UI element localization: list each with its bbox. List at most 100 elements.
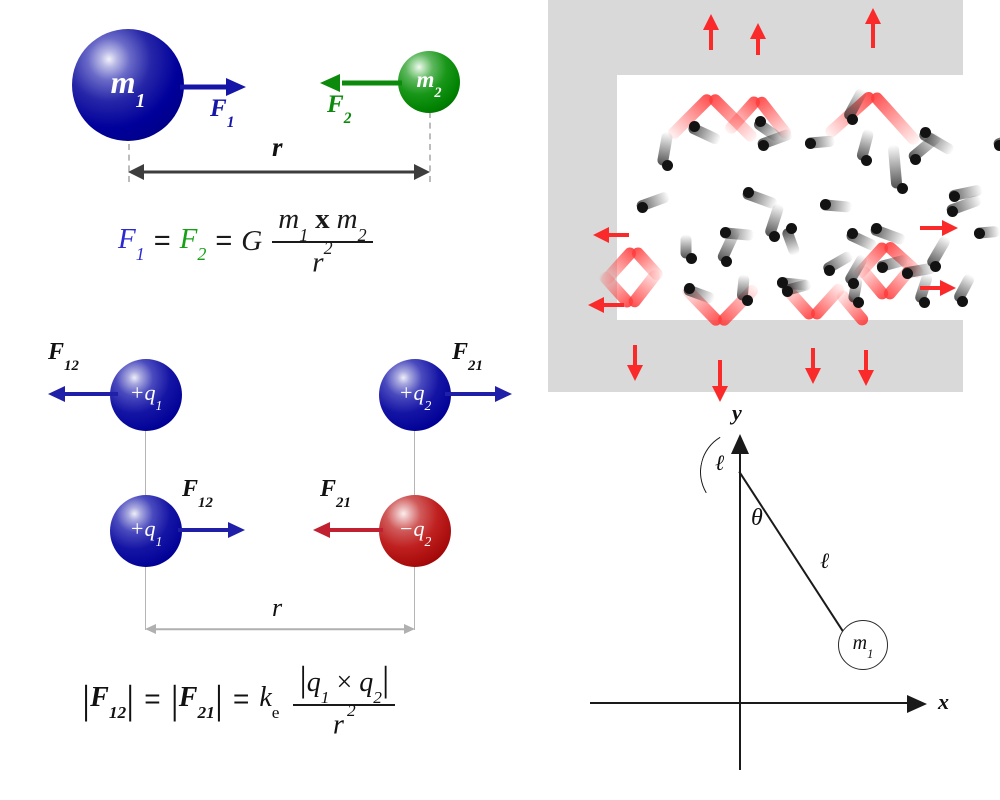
gravity-dropline-right: [429, 112, 431, 182]
wall-force-arrow: [865, 8, 881, 48]
force1-label: F1: [210, 95, 235, 131]
gas-particle: [786, 223, 797, 234]
coulomb-numerator: |q1×q2|: [299, 659, 390, 708]
coulomb-distance-label: r: [272, 593, 283, 622]
charge-plus-q1-top-label: +q: [129, 380, 156, 406]
mass2-label: m: [416, 66, 435, 92]
coulomb-distance-dimension: [145, 622, 415, 636]
force1-arrow: [180, 78, 248, 96]
abs-bar-open-2: |: [170, 676, 179, 722]
wall-force-arrow: [920, 280, 956, 296]
charge-plus-q1-bottom-label: +q: [129, 516, 156, 542]
force-F12-top-arrow: [48, 386, 118, 402]
eq-F21: F21: [178, 681, 215, 722]
rod-length-label: ℓ: [820, 548, 830, 573]
gas-particle: [919, 297, 930, 308]
gravity-fraction-bar: [272, 240, 373, 243]
gravity-distance-label: r: [272, 132, 283, 162]
gas-particle: [902, 268, 913, 279]
eq-equals-2: =: [215, 224, 233, 257]
mass2-sphere: m2: [398, 51, 460, 113]
gas-particle: [871, 223, 882, 234]
gas-particle: [742, 295, 753, 306]
wall-force-arrow: [858, 350, 874, 386]
force-F12-top-label: F12: [48, 339, 79, 374]
eq-constant-G: G: [241, 224, 263, 257]
gas-pressure-diagram: [548, 0, 1000, 402]
charge-minus-q2-bottom: −q2: [379, 495, 451, 567]
gas-particle: [920, 127, 931, 138]
pendulum-bob: m1: [838, 620, 888, 670]
gas-particle: [769, 231, 780, 242]
gas-particles-layer: [617, 75, 1000, 320]
gas-particle: [637, 202, 648, 213]
pendulum-rod: [738, 471, 847, 636]
coulomb-equals-2: =: [232, 683, 250, 715]
gas-particle: [758, 140, 769, 151]
wall-force-arrow: [920, 220, 958, 236]
eq-constant-ke: ke: [259, 681, 280, 722]
charge-plus-q1-bottom: +q1: [110, 495, 182, 567]
force-F21-bottom-label: F21: [320, 476, 351, 511]
gas-particle: [877, 262, 888, 273]
x-axis-label: x: [938, 689, 949, 714]
pendulum-x-axis: [590, 702, 915, 704]
y-axis-arrowhead: [731, 434, 749, 454]
gas-particle: [743, 187, 754, 198]
gas-particle: [755, 116, 766, 127]
gas-particle: [824, 265, 835, 276]
abs-bar-close-2: |: [214, 676, 223, 722]
gas-particle: [847, 228, 858, 239]
wall-force-arrow: [750, 23, 766, 55]
abs-bar-close-1: |: [126, 676, 135, 722]
wall-force-arrow: [627, 345, 643, 381]
gas-particle: [853, 297, 864, 308]
force2-label: F2: [327, 91, 352, 127]
mass1-sub: 1: [135, 89, 146, 112]
eq-equals-1: =: [153, 224, 171, 257]
y-axis-label: y: [732, 400, 742, 425]
pendulum-y-axis: [739, 448, 741, 770]
gas-particle: [662, 160, 673, 171]
coulomb-fraction-bar: [293, 703, 396, 706]
gas-particle: [994, 140, 1000, 151]
charge-plus-q1-top: +q1: [110, 359, 182, 431]
mass2-sub: 2: [434, 84, 442, 101]
x-axis-arrowhead: [907, 695, 927, 713]
gas-particle: [805, 138, 816, 149]
gas-particle: [721, 256, 732, 267]
gas-particle: [957, 296, 968, 307]
gas-particle: [847, 114, 858, 125]
pendulum-diagram: y x ℓ θ ℓ m1: [580, 392, 1000, 800]
coulomb-diagram: +q1 F12 +q2 F21 +q1 F12 −q2: [0, 330, 520, 800]
wall-collision-streak: [868, 89, 922, 148]
wall-force-arrow: [805, 348, 821, 384]
gas-particle: [777, 277, 788, 288]
gas-particle: [820, 199, 831, 210]
gas-particle: [949, 191, 960, 202]
wall-force-arrow: [593, 227, 629, 243]
force-F12-bottom-label: F12: [182, 476, 213, 511]
wall-force-arrow: [588, 297, 624, 313]
gravity-dropline-left: [128, 112, 130, 182]
wall-collision-streak: [626, 267, 663, 310]
wall-force-arrow: [712, 360, 728, 402]
charge-plus-q2-top-label: +q: [398, 380, 425, 406]
gas-particle: [930, 261, 941, 272]
charge-minus-q2-bottom-label: −q: [398, 516, 425, 542]
charge-plus-q2-top: +q2: [379, 359, 451, 431]
eq-F12: F12: [90, 681, 127, 722]
gas-particle: [689, 121, 700, 132]
gas-particle: [684, 283, 695, 294]
pivot-length-label: ℓ: [715, 450, 725, 475]
gas-wall-force-arrows: [548, 0, 963, 402]
gas-particle: [782, 286, 793, 297]
bob-sub: 1: [867, 646, 874, 661]
force-F12-bottom-arrow: [178, 522, 248, 538]
gas-particle: [910, 154, 921, 165]
